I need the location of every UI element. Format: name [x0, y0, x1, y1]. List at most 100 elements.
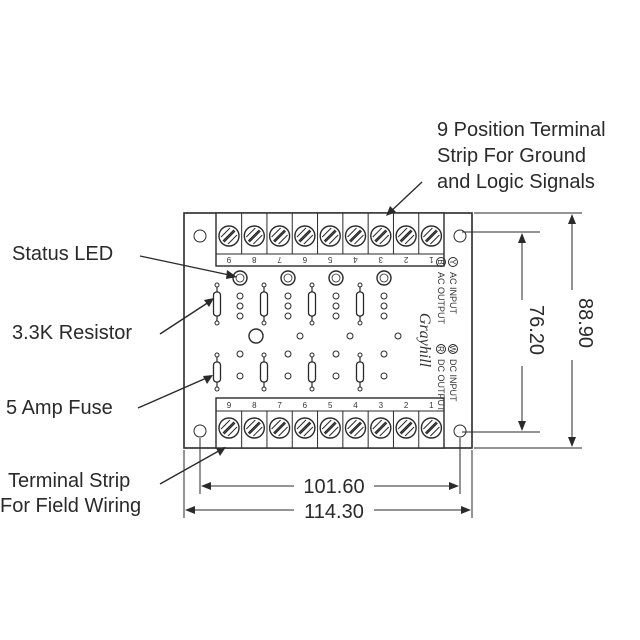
- solder-pad: [346, 332, 354, 340]
- dim-arrow: [461, 506, 471, 514]
- arrow-head: [216, 447, 226, 456]
- terminal-screw: [243, 225, 266, 247]
- callout-fuse: 5 Amp Fuse: [6, 397, 113, 419]
- terminal-screw: [243, 417, 266, 439]
- bottom-terminal-number: 5: [328, 401, 333, 410]
- mounting-hole: [453, 229, 467, 243]
- side-mark: Y: [448, 259, 457, 265]
- capacitor: [248, 328, 264, 344]
- solder-pad: [236, 302, 244, 310]
- terminal-screw: [319, 225, 341, 247]
- arrow-head: [204, 298, 214, 307]
- dim-arrow: [449, 482, 459, 490]
- board-components: [212, 270, 402, 392]
- solder-pad: [236, 372, 244, 380]
- solder-pad: [332, 292, 340, 300]
- top-terminal-number: 2: [403, 255, 408, 264]
- solder-pad: [284, 372, 292, 380]
- side-mark: R: [436, 346, 445, 352]
- side-labels-2: Y AC INPUT W DC INPUT: [448, 257, 458, 402]
- side-text: DC INPUT: [448, 359, 458, 402]
- top-terminal-number: 7: [277, 255, 282, 264]
- solder-pad: [394, 332, 402, 340]
- side-mark: W: [448, 345, 457, 353]
- solder-pad: [284, 292, 292, 300]
- terminal-screw: [218, 417, 240, 439]
- top-terminal-number: 8: [252, 255, 257, 264]
- terminal-screw: [268, 225, 291, 247]
- callout-field-line1: Terminal Strip: [8, 470, 130, 492]
- terminal-screw: [420, 417, 443, 439]
- dim-arrow: [568, 214, 576, 224]
- fuse: [212, 352, 222, 392]
- terminal-screw: [319, 417, 341, 439]
- solder-pad: [332, 372, 340, 380]
- fuse: [307, 352, 317, 392]
- solder-pad: [284, 350, 292, 358]
- solder-pad: [380, 292, 388, 300]
- solder-pad: [296, 332, 304, 340]
- solder-pad: [380, 312, 388, 320]
- bottom-terminal-number: 9: [227, 401, 232, 410]
- terminal-screw: [395, 225, 417, 247]
- side-labels: B AC OUTPUT R DC OUTPUT: [436, 257, 446, 412]
- arrow-head: [226, 270, 237, 279]
- top-terminal-number: 9: [226, 255, 231, 264]
- leader-resistor: [159, 299, 213, 335]
- terminal-screw: [420, 225, 443, 247]
- side-text: DC OUTPUT: [436, 359, 446, 412]
- dim-inner-width: 101.60: [303, 476, 364, 498]
- callout-field-line2: For Field Wiring: [0, 495, 141, 517]
- leader-top-strip: [387, 181, 423, 215]
- callout-top-strip-line2: Strip For Ground: [437, 145, 586, 167]
- top-terminal-number: 1: [429, 255, 434, 264]
- top-terminal-number: 5: [327, 255, 332, 264]
- arrow-head: [386, 206, 396, 216]
- mounting-hole: [453, 424, 467, 438]
- terminal-screw: [395, 417, 417, 439]
- terminal-screw: [370, 225, 392, 247]
- fuse: [355, 352, 365, 392]
- leader-field: [159, 447, 225, 485]
- callout-top-strip-line3: and Logic Signals: [437, 171, 595, 193]
- bottom-terminal-number: 4: [353, 401, 358, 410]
- side-text: AC OUTPUT: [436, 272, 446, 325]
- status-led: [328, 270, 344, 286]
- bottom-terminal-number: 8: [252, 401, 257, 410]
- terminal-screw: [294, 417, 316, 439]
- resistor: [259, 282, 269, 326]
- terminal-screw: [344, 225, 367, 247]
- brand-text: Grayhill: [416, 313, 433, 368]
- status-led: [376, 270, 392, 286]
- solder-pad: [332, 312, 340, 320]
- bottom-terminal-number: 3: [379, 401, 384, 410]
- mounting-hole: [193, 424, 207, 438]
- solder-pad: [284, 302, 292, 310]
- callout-resistor: 3.3K Resistor: [12, 322, 132, 344]
- dim-outer-height: 88.90: [574, 298, 596, 348]
- status-led: [232, 270, 248, 286]
- side-text: AC INPUT: [448, 272, 458, 315]
- solder-pad: [236, 312, 244, 320]
- solder-pad: [236, 292, 244, 300]
- resistor: [307, 282, 317, 326]
- bottom-terminal-number: 6: [303, 401, 308, 410]
- terminal-screw: [294, 225, 316, 247]
- leader-status-led: [139, 255, 235, 277]
- dim-arrow: [185, 506, 195, 514]
- bottom-terminal-number: 1: [429, 401, 434, 410]
- solder-pad: [380, 302, 388, 310]
- dim-arrow: [201, 482, 211, 490]
- solder-pad: [236, 350, 244, 358]
- terminal-screw: [218, 225, 240, 247]
- callout-top-strip-line1: 9 Position Terminal: [437, 119, 606, 141]
- resistor: [355, 282, 365, 326]
- solder-pad: [332, 302, 340, 310]
- bottom-terminal-number: 7: [277, 401, 282, 410]
- dim-outer-width: 114.30: [304, 501, 364, 523]
- dim-inner-height: 76.20: [525, 305, 547, 355]
- top-terminal-number: 3: [378, 255, 383, 264]
